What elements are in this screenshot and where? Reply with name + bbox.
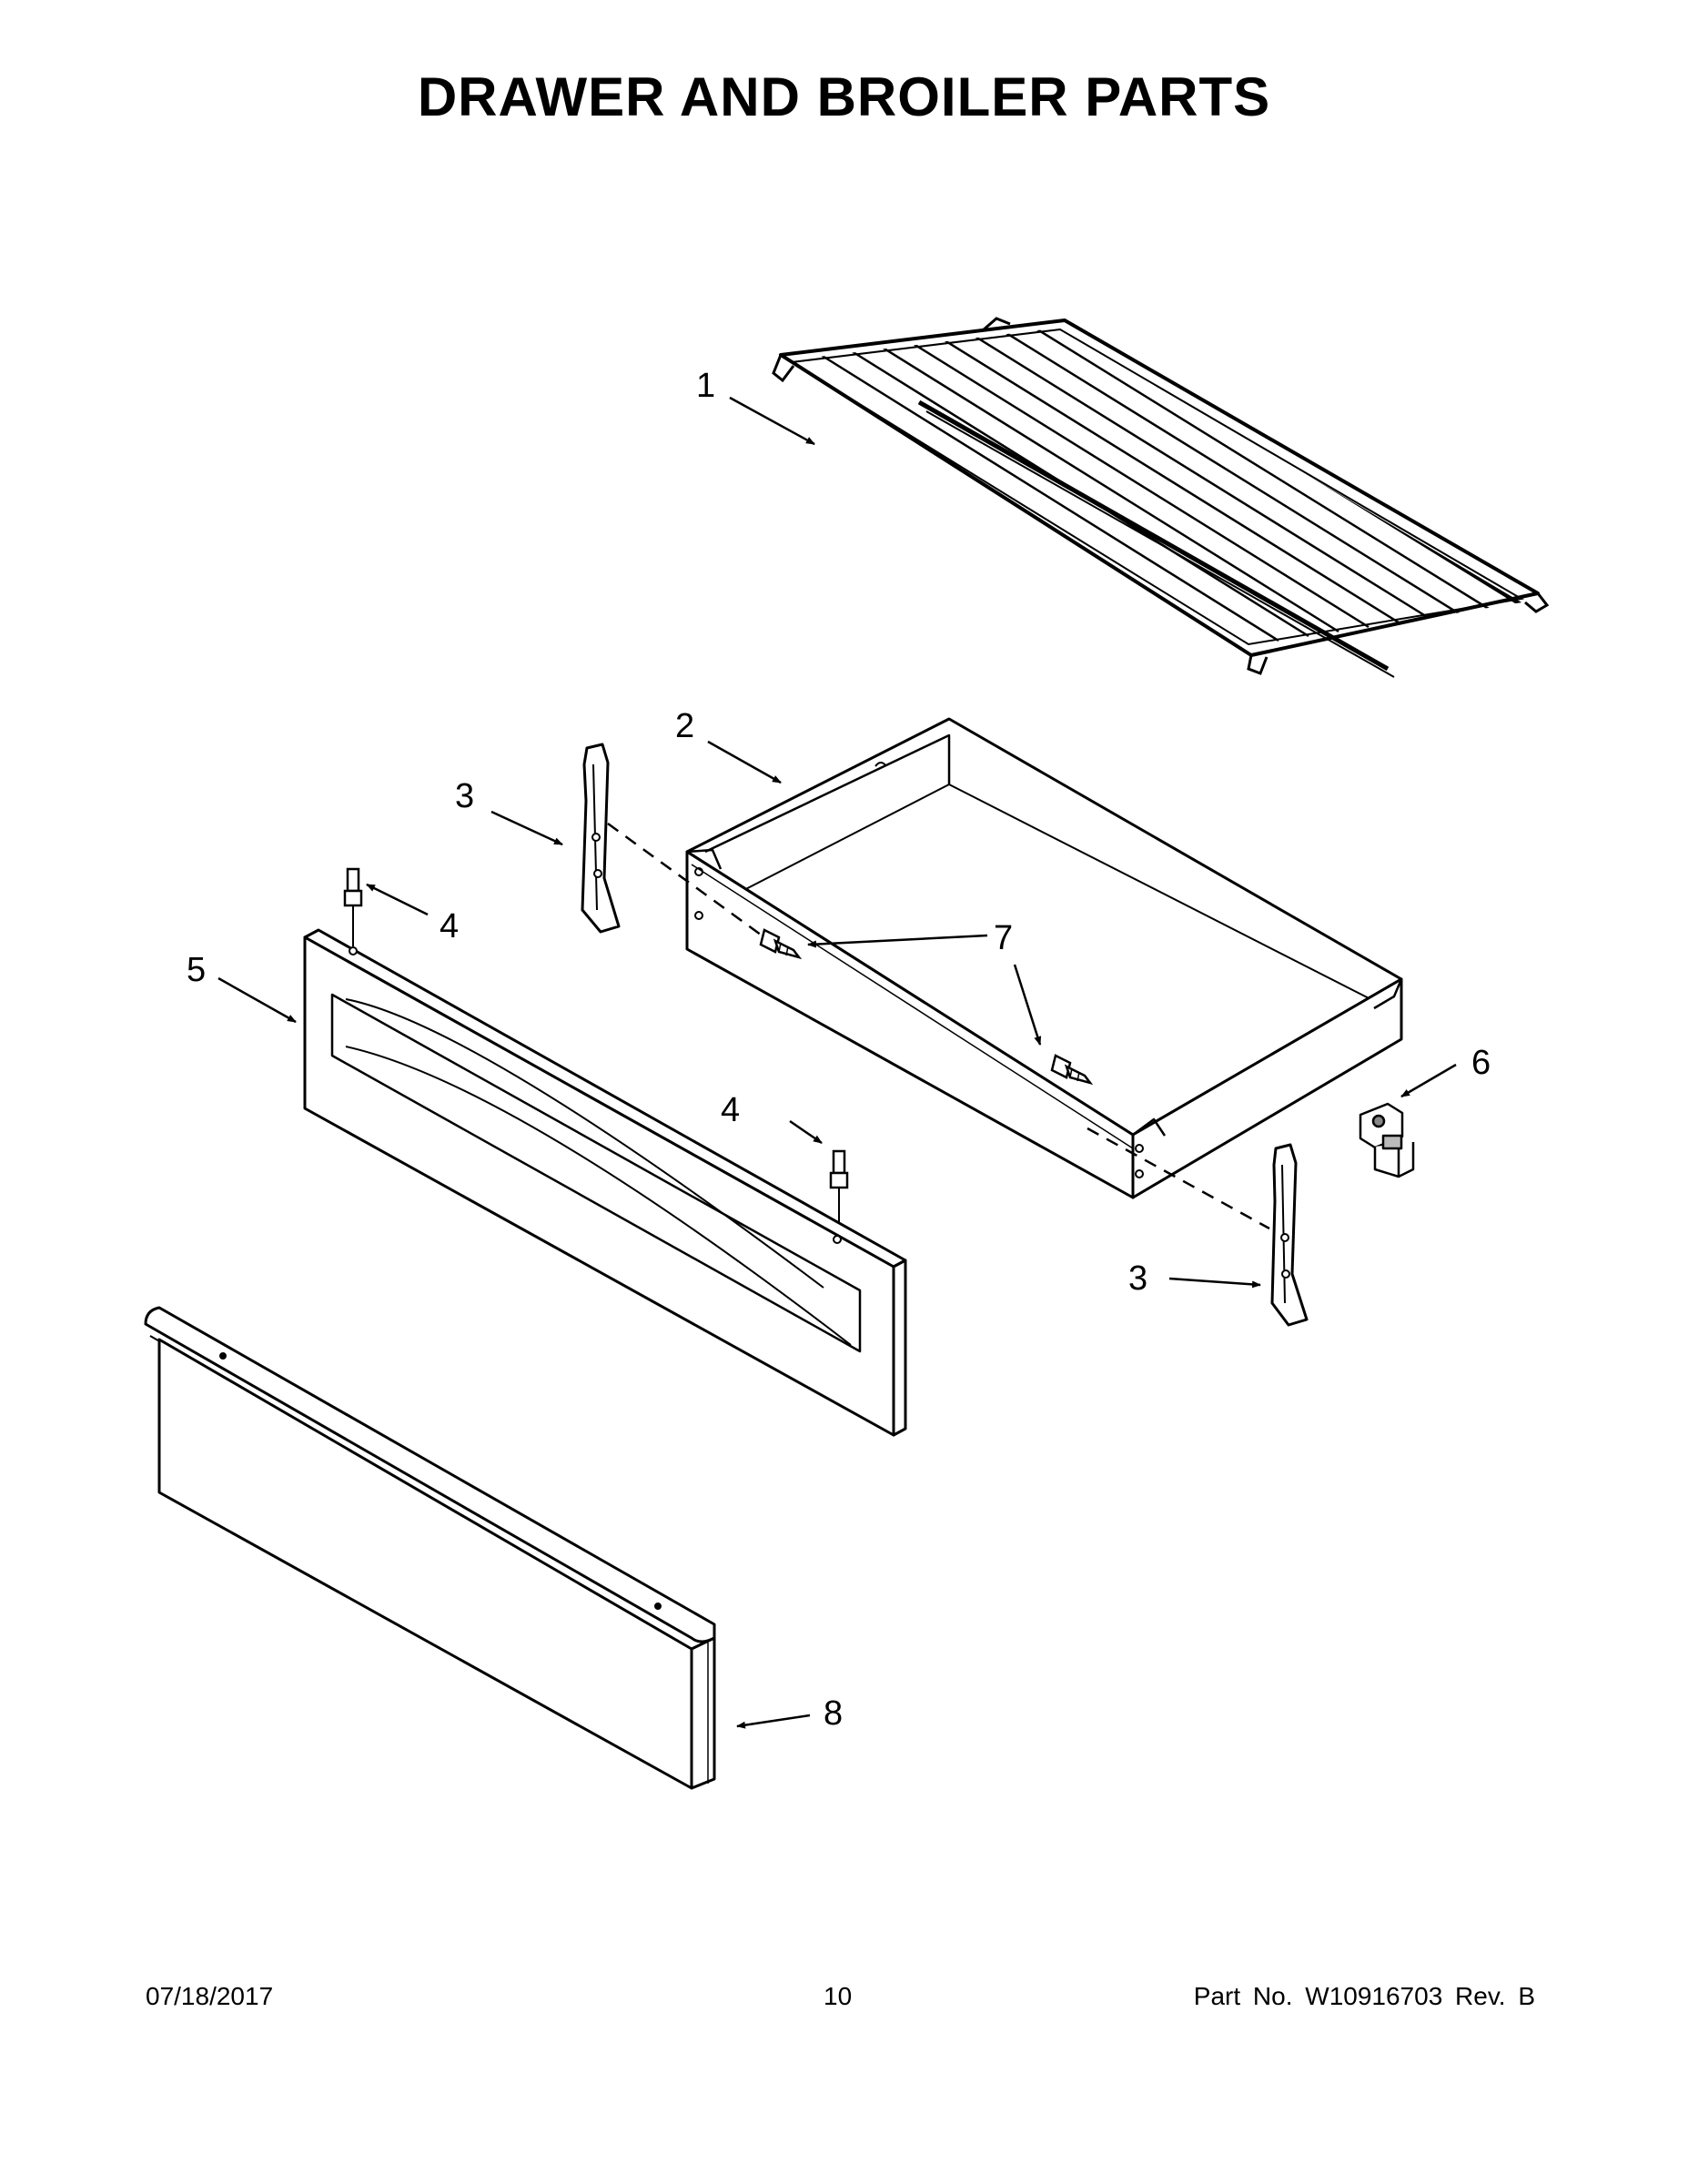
screw-lower <box>1050 1054 1094 1086</box>
callout-6: 6 <box>1471 1044 1491 1082</box>
footer-date: 07/18/2017 <box>146 1982 274 2010</box>
callout-arrows <box>217 396 1457 1729</box>
drawer-front-panel <box>144 1306 716 1790</box>
clip-left <box>343 867 363 946</box>
drawer-inner-panel <box>303 928 907 1437</box>
callout-4-left: 4 <box>440 907 459 945</box>
callout-4-right: 4 <box>721 1091 740 1129</box>
callout-8: 8 <box>824 1694 843 1733</box>
footer-part-number: Part No. W10916703 Rev. B <box>1193 1982 1535 2010</box>
drawer-slide-left <box>581 743 621 934</box>
page-title: DRAWER AND BROILER PARTS <box>417 66 1271 127</box>
callout-1: 1 <box>696 367 715 405</box>
drawer-slide-right <box>1270 1143 1309 1327</box>
callout-3-left: 3 <box>455 777 474 815</box>
callout-2: 2 <box>675 707 694 745</box>
screw-upper <box>759 928 803 960</box>
drawer-switch-bracket <box>1359 1102 1415 1178</box>
callout-labels: 1 2 3 3 4 4 5 6 7 8 <box>187 367 1491 1733</box>
callout-5: 5 <box>187 951 206 989</box>
callout-7: 7 <box>994 919 1013 957</box>
broiler-drawer-pan <box>685 717 1403 1199</box>
footer-page-number: 10 <box>824 1982 853 2010</box>
callout-3-right: 3 <box>1128 1259 1147 1298</box>
assembly-lines <box>607 822 1270 1230</box>
oven-rack <box>772 317 1550 678</box>
